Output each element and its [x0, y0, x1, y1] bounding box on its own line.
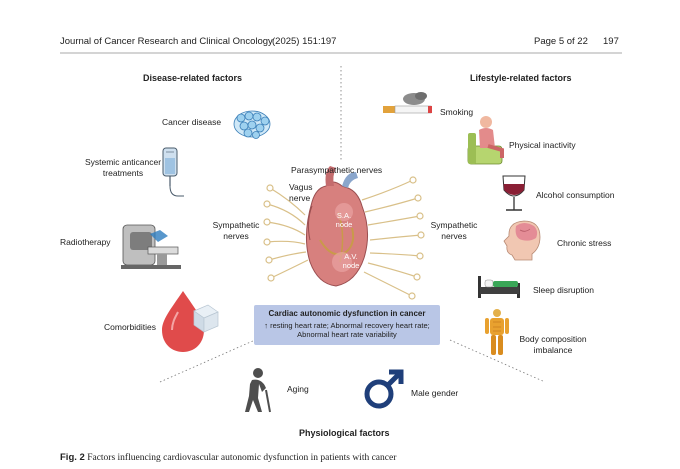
blood-drop-icon	[162, 291, 219, 352]
label-symp-right-line2: nerves	[441, 231, 467, 242]
label-vagus-nerve: Vagus nerve	[289, 182, 312, 203]
label-symp-left-line1: Sympathetic	[212, 220, 260, 230]
cancer-cells-icon	[233, 110, 271, 139]
label-smoking: Smoking	[440, 107, 474, 117]
label-sympathetic-right: Sympathetic nerves	[423, 220, 485, 242]
label-sa-line1: S.A.	[336, 211, 352, 220]
figure-caption-text: Factors influencing cardiovascular auton…	[87, 453, 397, 463]
label-symp-right-line1: Sympathetic	[430, 220, 478, 230]
label-sa-line2: node	[335, 219, 353, 229]
label-av-node: A.V. node	[340, 252, 362, 270]
wine-glass-icon	[502, 175, 526, 211]
label-sleep-disruption: Sleep disruption	[533, 285, 594, 295]
outcome-box-title: Cardiac autonomic dysfunction in cancer	[268, 309, 426, 318]
label-male-gender: Male gender	[411, 388, 459, 398]
label-sympathetic-left: Sympathetic nerves	[205, 220, 267, 242]
disease-factors-heading: Disease-related factors	[143, 73, 243, 83]
label-aging: Aging	[287, 384, 309, 394]
right-nerve-lines	[361, 179, 422, 297]
label-sa-node: S.A. node	[333, 211, 355, 229]
male-symbol-icon	[364, 369, 404, 409]
label-vagus-line2: nerve	[289, 192, 311, 203]
label-systemic-line2: treatments	[102, 168, 144, 179]
label-body-line2: imbalance	[533, 345, 573, 356]
figure-caption: Fig. 2 Factors influencing cardiovascula…	[60, 452, 396, 463]
divider-lines	[159, 66, 546, 383]
page-indicator: Page 5 of 22	[534, 36, 588, 47]
figure-caption-label: Fig. 2	[60, 452, 85, 463]
label-vagus-line1: Vagus	[289, 182, 313, 192]
outcome-box-line1: ↑ resting heart rate; Abnormal recovery …	[264, 321, 430, 330]
label-radiotherapy: Radiotherapy	[60, 237, 111, 247]
page-number: 197	[603, 36, 619, 47]
label-av-line2: node	[342, 260, 360, 270]
iv-bag-icon	[162, 147, 184, 197]
outcome-box: Cardiac autonomic dysfunction in cancer …	[254, 305, 440, 345]
label-body-line1: Body composition	[519, 334, 587, 344]
label-physical-inactivity: Physical inactivity	[509, 140, 576, 150]
bed-icon	[478, 276, 520, 298]
cigarette-icon	[383, 92, 432, 114]
body-composition-icon	[485, 309, 509, 355]
label-systemic-treatments: Systemic anticancer treatments	[78, 157, 168, 179]
heart-illustration	[306, 166, 368, 287]
label-body-composition: Body composition imbalance	[508, 334, 598, 356]
physiological-factors-heading: Physiological factors	[299, 428, 390, 438]
label-alcohol-consumption: Alcohol consumption	[536, 190, 615, 200]
outcome-box-line2: Abnormal heart rate variability	[297, 330, 397, 340]
label-av-line1: A.V.	[344, 252, 358, 261]
citation: (2025) 151:197	[272, 36, 337, 47]
right-nerve-ganglia	[408, 176, 425, 300]
label-parasympathetic-nerves: Parasympathetic nerves	[291, 165, 383, 175]
label-systemic-line1: Systemic anticancer	[84, 157, 162, 167]
couch-person-icon	[467, 116, 504, 165]
radiotherapy-machine-icon	[121, 224, 181, 269]
label-chronic-stress: Chronic stress	[557, 238, 612, 248]
lifestyle-factors-heading: Lifestyle-related factors	[470, 73, 572, 83]
head-brain-icon	[503, 220, 541, 261]
label-symp-left-line2: nerves	[223, 231, 249, 242]
left-nerve-ganglia	[263, 184, 275, 282]
sugar-cube-icon	[193, 304, 219, 333]
label-comorbidities: Comorbidities	[104, 322, 156, 332]
journal-title: Journal of Cancer Research and Clinical …	[60, 36, 273, 47]
elderly-person-icon	[245, 368, 271, 413]
label-cancer-disease: Cancer disease	[162, 117, 222, 127]
